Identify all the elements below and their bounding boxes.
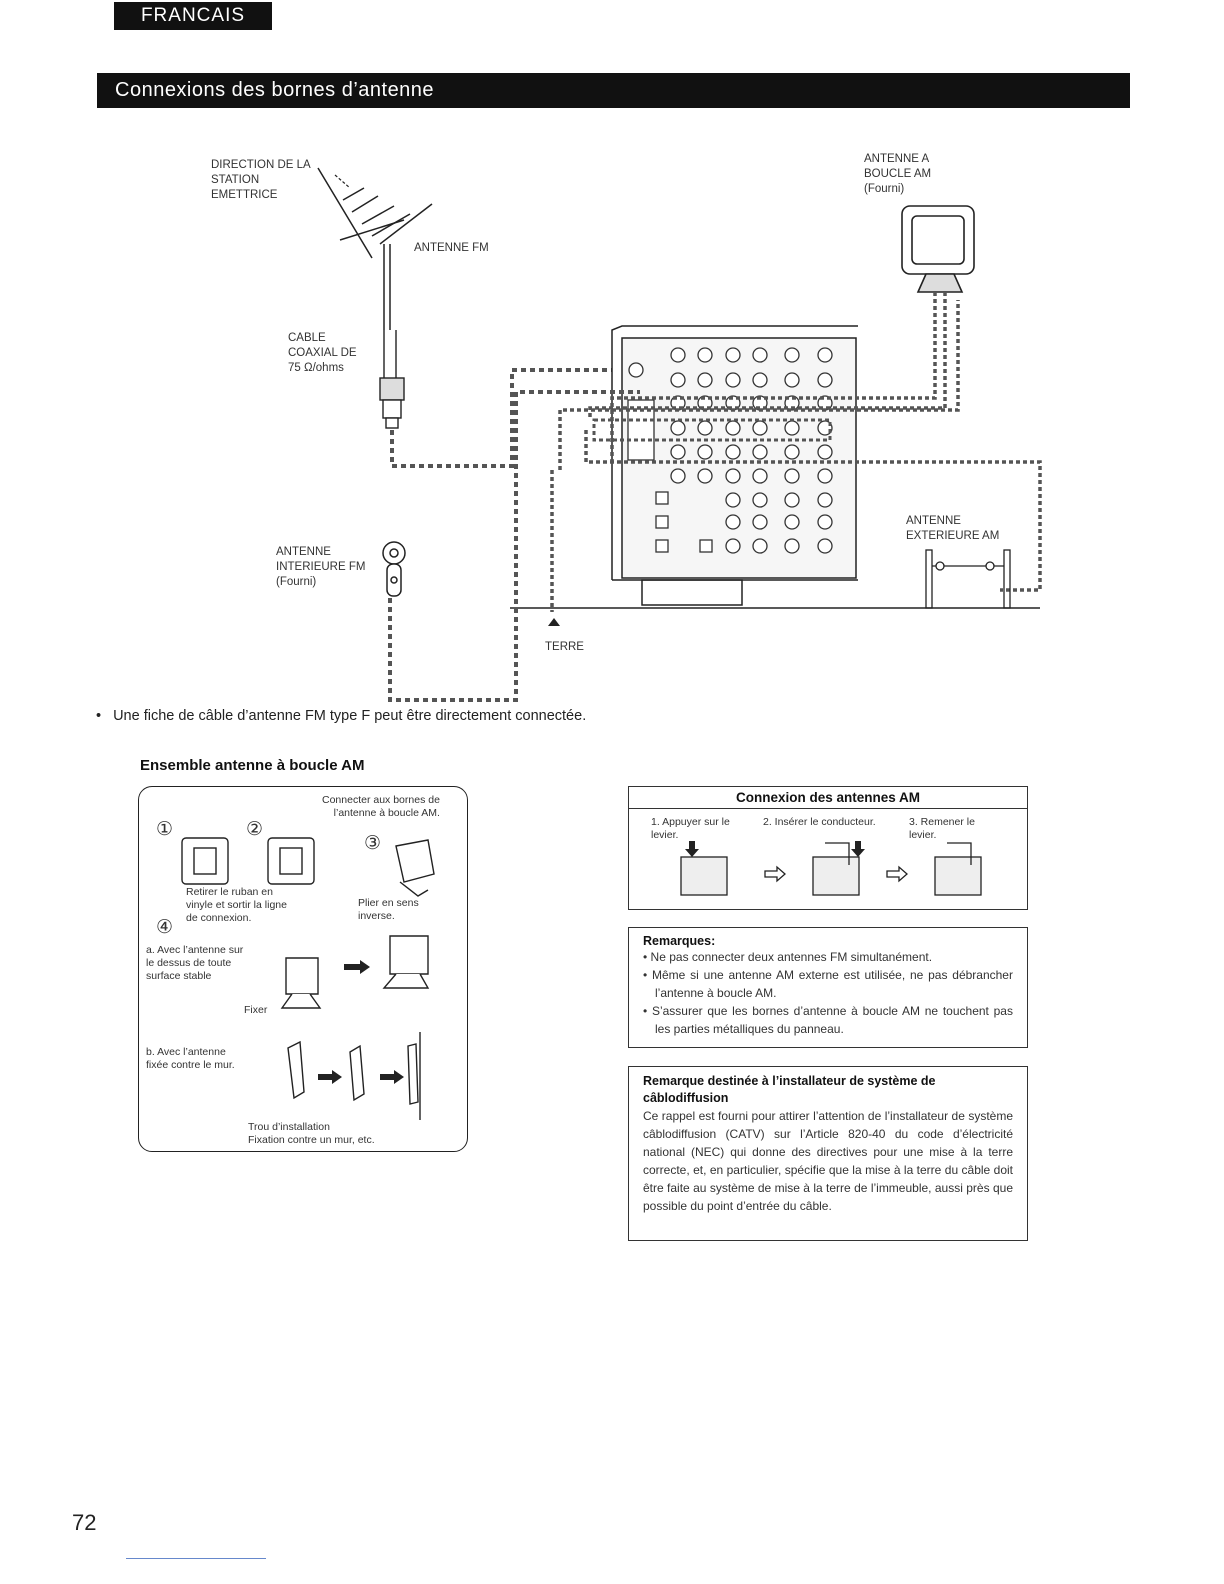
page-number: 72 [72,1510,97,1535]
step-arrow-2-icon [886,865,908,883]
install-hole-text: Trou d’installation Fixation contre un m… [248,1121,375,1146]
wall-mount-step1-icon [287,1040,305,1100]
outdoor-am-label: ANTENNE EXTERIEURE AM [906,515,1000,542]
receiver-rear-panel [611,325,858,606]
am-step1-text: 1. Appuyer sur le levier. [651,816,730,841]
remarks-panel: Remarques: • Ne pas connecter deux anten… [628,927,1028,1048]
fix-label: Fixer [244,1004,268,1016]
connect-instruction: Connecter aux bornes de l’antenne à bouc… [322,794,440,819]
remove-tape-text: Retirer le ruban en vinyle et sortir la … [186,886,287,924]
remark-item: • Même si une antenne AM externe est uti… [643,968,1013,1000]
wall-mount-step2-icon [349,1044,365,1102]
bullet: • [96,708,102,724]
catv-title: Remarque destinée à l’installateur de sy… [643,1074,936,1105]
insert-arrow-icon [851,841,865,857]
am-assembly-title: Ensemble antenne à boucle AM [140,757,365,774]
arrow-b1-icon [318,1070,342,1084]
terminal-release-icon [934,856,982,896]
loop-assembled-a-icon [389,935,429,975]
loop-bent-step3-icon [395,839,435,883]
coax-plug-icon [379,330,405,429]
catv-text: Ce rappel est fourni pour attirer l’atte… [643,1109,1013,1213]
terminal-press-icon [680,856,728,896]
am-connection-panel: Connexion des antennes AM 1. Appuyer sur… [628,786,1028,910]
bend-text: Plier en sens inverse. [358,897,419,922]
remarks-list: • Ne pas connecter deux antennes FM simu… [643,948,1013,1038]
arrow-a-icon [344,960,370,974]
arrow-b2-icon [380,1070,404,1084]
footer-rule [126,1558,266,1559]
remarks-title: Remarques: [643,934,716,948]
step4-marker: ④ [156,917,174,938]
language-tag: FRANCAIS [114,2,272,30]
step2-marker: ② [246,819,264,840]
outdoor-am-wire [584,430,1042,592]
catv-installer-panel: Remarque destinée à l’installateur de sy… [628,1066,1028,1241]
am-loop-wire [588,292,947,462]
coax-cable-label: CABLE COAXIAL DE 75 Ω/ohms [288,332,357,374]
am-assembly-box [138,786,468,1152]
option-b-text: b. Avec l’antenne fixée contre le mur. [146,1046,235,1071]
loop-upright-a-icon [285,957,319,995]
loop-am-label: ANTENNE A BOUCLE AM (Fourni) [864,153,932,195]
ground-icon [548,610,560,626]
section-title: Connexions des bornes d’antenne [97,73,1130,108]
fm-antenna-label: ANTENNE FM [414,242,489,254]
terminal-steps-illustration [680,841,982,896]
indoor-fm-wire [388,390,640,702]
am-step3-text: 3. Remener le levier. [909,816,975,841]
direction-label: DIRECTION DE LA STATION EMETTRICE [211,159,311,201]
step-arrow-1-icon [764,865,786,883]
direction-arrow [334,174,351,189]
terminal-insert-icon [812,856,860,896]
loop-am-antenna-icon [901,205,975,293]
step3-marker: ③ [364,833,382,854]
indoor-fm-label: ANTENNE INTERIEURE FM (Fourni) [276,546,366,588]
am-connection-title: Connexion des antennes AM [629,790,1027,809]
fm-plug-note: • Une fiche de câble d’antenne FM type F … [96,708,586,724]
indoor-fm-antenna-icon [382,541,406,597]
fm-antenna-icon [317,167,433,330]
option-a-text: a. Avec l’antenne sur le dessus de toute… [146,944,244,982]
step1-marker: ① [156,819,174,840]
am-assembly-illustrations [181,837,435,1120]
am-step2-text: 2. Insérer le conducteur. [763,816,876,828]
remark-item: • Ne pas connecter deux antennes FM simu… [643,950,933,964]
remark-item: • S’assurer que les bornes d’antenne à b… [643,1004,1013,1036]
fm-plug-note-text: Une fiche de câble d’antenne FM type F p… [113,708,587,724]
antenna-connection-diagram [317,167,1042,702]
press-arrow-icon [685,841,699,857]
ground-label: TERRE [545,641,584,653]
outdoor-am-antenna-icon [925,549,1011,609]
coax-cable-path [390,368,640,468]
